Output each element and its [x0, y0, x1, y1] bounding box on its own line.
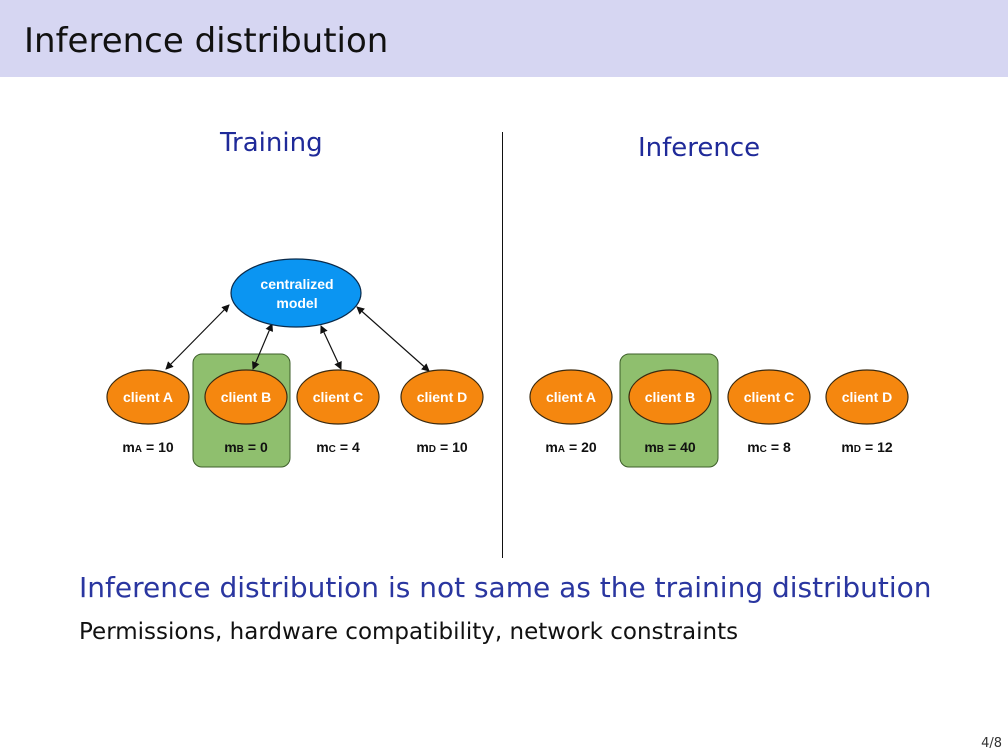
inference-client-b-count: mB= 40: [644, 439, 696, 455]
training-clients: client A mA= 10 client B mB= 0 client C mC= 4…: [106, 369, 484, 455]
inference-client-d-node: [825, 369, 909, 425]
inference-client-c-label: client C: [744, 389, 795, 405]
training-client-c-count: mC= 4: [316, 439, 360, 455]
inference-client-b-label: client B: [645, 389, 696, 405]
inference-client-d-count: mD= 12: [841, 439, 893, 455]
inference-client-a-count: mA= 20: [545, 439, 597, 455]
slide-title: Inference distribution: [24, 21, 389, 61]
training-client-b-count: mB= 0: [224, 439, 268, 455]
inference-diagram: client A mA= 20 client B mB= 40 client C mC= …: [529, 353, 909, 468]
arrow-center-client-d: [356, 306, 430, 372]
training-heading: Training: [220, 128, 323, 158]
panel-divider: [502, 132, 503, 558]
page-number: 4/8: [981, 736, 1002, 751]
arrow-center-client-c: [320, 325, 342, 370]
subline-text: Permissions, hardware compatibility, net…: [79, 619, 739, 645]
training-client-a-count: mA= 10: [122, 439, 174, 455]
centralized-model-label-line1: centralized: [260, 276, 333, 292]
headline-text: Inference distribution is not same as th…: [79, 571, 932, 604]
training-client-d-count: mD= 10: [416, 439, 468, 455]
training-client-b-label: client B: [221, 389, 272, 405]
arrow-center-client-b: [252, 323, 273, 370]
training-client-d-node: [400, 369, 484, 425]
inference-client-a-node: [529, 369, 613, 425]
inference-client-d-label: client D: [842, 389, 893, 405]
training-client-c-label: client C: [313, 389, 364, 405]
inference-client-b-node: [628, 369, 712, 425]
arrow-center-client-a: [165, 304, 230, 370]
training-client-d-label: client D: [417, 389, 468, 405]
inference-client-a-label: client A: [546, 389, 596, 405]
inference-heading: Inference: [638, 133, 761, 163]
title-bar: Inference distribution: [0, 0, 1008, 77]
inference-client-c-node: [727, 369, 811, 425]
training-client-b-node: [204, 369, 288, 425]
training-diagram: centralized model client A mA= 10 client B…: [106, 258, 484, 468]
training-client-c-node: [296, 369, 380, 425]
centralized-model-label-line2: model: [276, 295, 317, 311]
training-client-a-node: [106, 369, 190, 425]
inference-client-c-count: mC= 8: [747, 439, 791, 455]
centralized-model-node: [230, 258, 362, 328]
inference-clients: client A mA= 20 client B mB= 40 client C mC= …: [529, 369, 909, 455]
training-client-a-label: client A: [123, 389, 173, 405]
